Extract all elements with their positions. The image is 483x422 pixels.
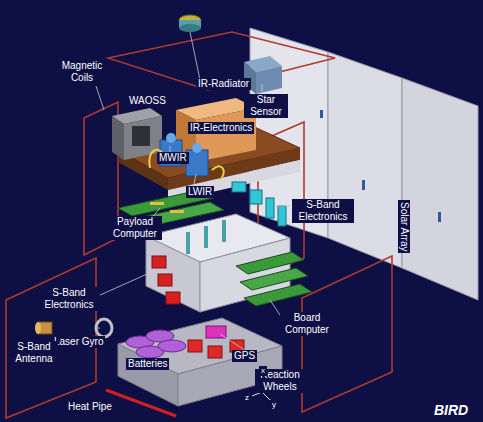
heat-pipe	[106, 390, 176, 416]
part-label: Board Computer	[280, 312, 334, 336]
board-computer	[236, 252, 312, 306]
part-label: Star Sensor	[244, 94, 288, 118]
s-band-antenna	[35, 322, 52, 334]
part-label: Laser Gyro	[52, 336, 105, 348]
leader-lines	[96, 32, 290, 356]
batteries	[126, 330, 186, 358]
s-band-electronics-left	[152, 256, 180, 304]
part-label: IR-Radiator	[196, 78, 251, 90]
laser-gyro	[96, 319, 112, 337]
part-label: LWIR	[186, 186, 214, 198]
axis-label: z	[243, 393, 251, 403]
part-label: Batteries	[126, 358, 169, 370]
waoss-camera	[112, 108, 162, 160]
part-label: WAOSS	[127, 95, 168, 107]
part-label: S-Band Electronics	[38, 287, 100, 311]
ir-cameras	[149, 133, 223, 180]
magnetic-coil-frames	[6, 32, 392, 418]
satellite-name: BIRD	[432, 402, 470, 418]
part-label: Magnetic Coils	[56, 60, 108, 84]
part-label: Payload Computer	[108, 216, 162, 240]
part-label: GPS	[232, 350, 257, 362]
part-label: Heat Pipe	[66, 401, 114, 413]
part-label: Solar Array	[398, 200, 410, 253]
ir-radiator	[179, 15, 201, 32]
axis-label: x	[259, 366, 267, 376]
part-label: IR-Electronics	[188, 122, 254, 134]
axis-label: y	[270, 400, 278, 410]
part-label: S-Band Electronics	[292, 199, 354, 223]
part-label: S-Band Antenna	[10, 341, 58, 365]
part-label: MWIR	[157, 152, 189, 164]
